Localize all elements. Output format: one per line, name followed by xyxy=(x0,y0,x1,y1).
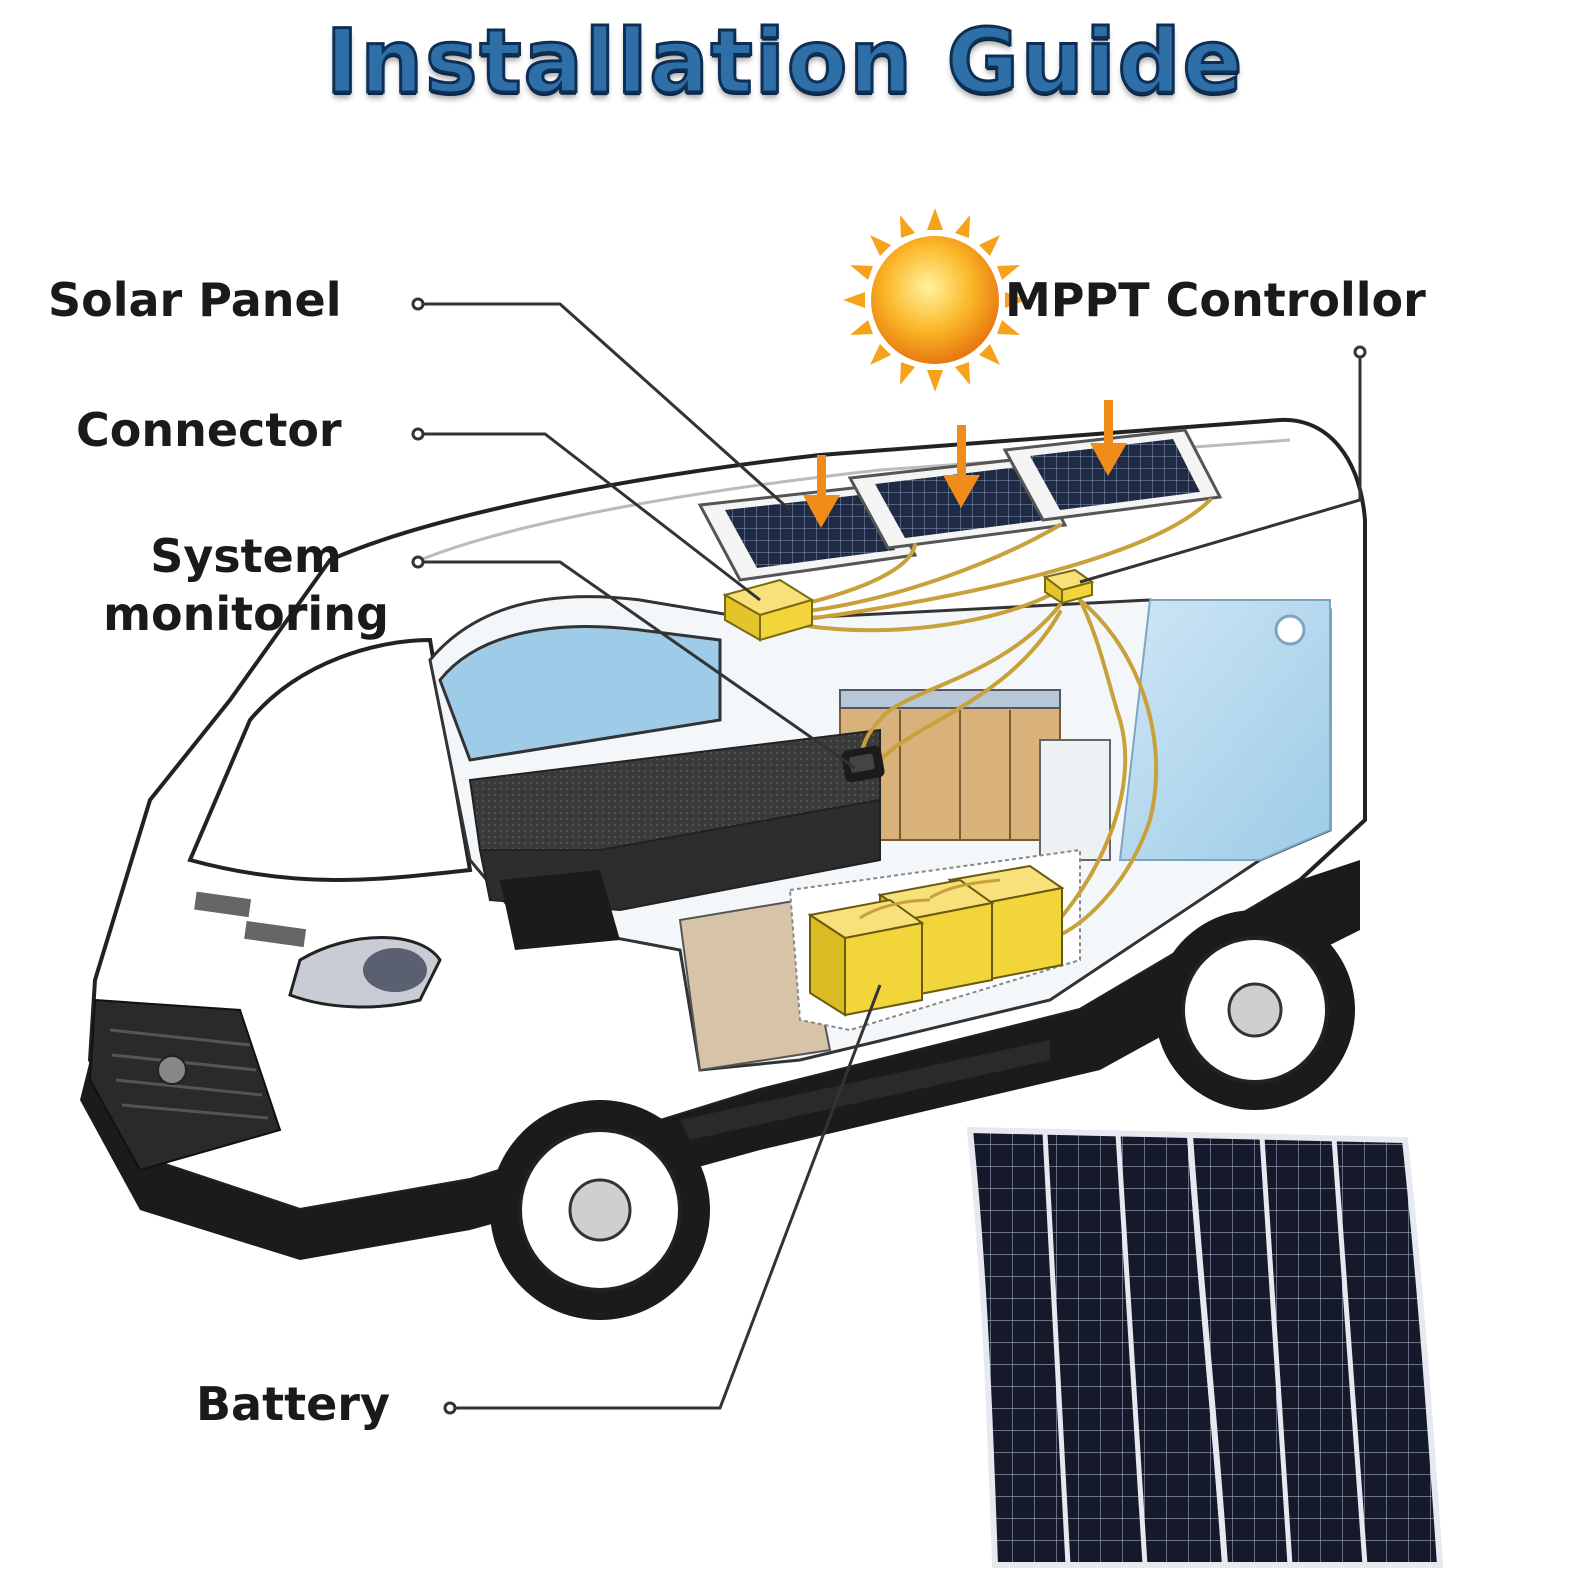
system-monitoring-label-line1: System xyxy=(150,529,342,583)
battery-label: Battery xyxy=(196,1377,390,1431)
callout-dots xyxy=(411,297,1367,1415)
monitor-icon xyxy=(841,745,885,783)
hood-vents xyxy=(194,891,307,948)
flexible-solar-panel-icon xyxy=(966,1126,1229,1568)
battery-bank xyxy=(807,864,1065,1017)
page-title: Installation Guide xyxy=(324,9,1245,115)
connector-box-icon xyxy=(722,578,815,642)
solar-panel-label: Solar Panel xyxy=(48,273,342,327)
roof-solar-panels xyxy=(697,428,1223,582)
sun-icon xyxy=(843,208,1027,392)
battery-icon xyxy=(807,898,925,1017)
flexible-solar-panel-icon xyxy=(1186,1131,1444,1568)
rear-wheel xyxy=(1155,910,1355,1110)
connector-label: Connector xyxy=(76,403,342,457)
down-arrow-icon xyxy=(943,425,980,508)
mppt-controller-label: MPPT Controllor xyxy=(1005,273,1426,327)
down-arrow-icon xyxy=(803,455,840,528)
system-monitoring-label-line2: monitoring xyxy=(103,586,389,641)
solar-panel-icon xyxy=(697,483,918,582)
callout-lines xyxy=(418,302,1362,1410)
controller-box-icon xyxy=(1042,568,1095,605)
front-wheel xyxy=(490,1100,710,1320)
down-arrow-icon xyxy=(1090,400,1127,476)
solar-panel-icon xyxy=(1002,428,1223,522)
system-monitoring-label: System monitoring xyxy=(76,528,416,643)
